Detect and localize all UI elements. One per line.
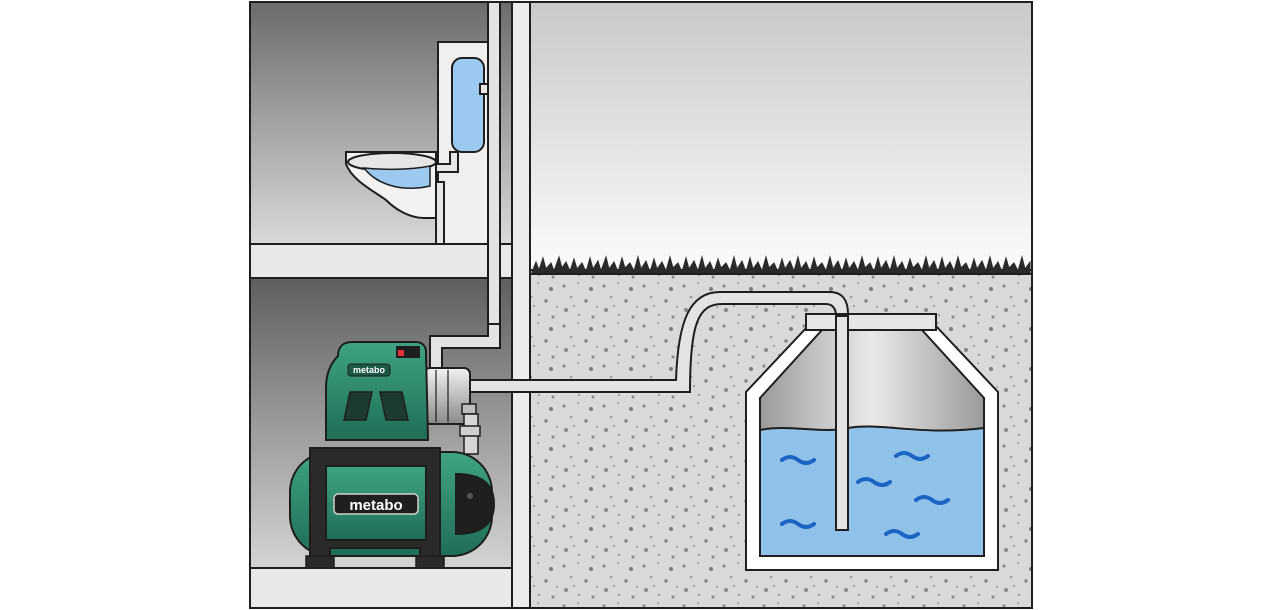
outdoor-sky bbox=[529, 1, 1033, 271]
cistern-icon bbox=[429, 41, 493, 245]
pump-logo-large: metabo bbox=[349, 497, 402, 514]
toilet-icon bbox=[345, 151, 445, 245]
ground-floor bbox=[249, 567, 513, 609]
supply-pipe-vertical bbox=[487, 1, 501, 337]
floor-slab bbox=[249, 243, 513, 279]
water-cistern-icon bbox=[745, 313, 999, 571]
house-wall bbox=[511, 1, 531, 609]
pump-unit-icon: metabo bbox=[325, 341, 481, 455]
water-waves bbox=[780, 451, 950, 539]
grass bbox=[531, 255, 1031, 275]
pressure-tank-icon: metabo bbox=[289, 447, 496, 569]
pump-logo-small: metabo bbox=[353, 365, 386, 375]
